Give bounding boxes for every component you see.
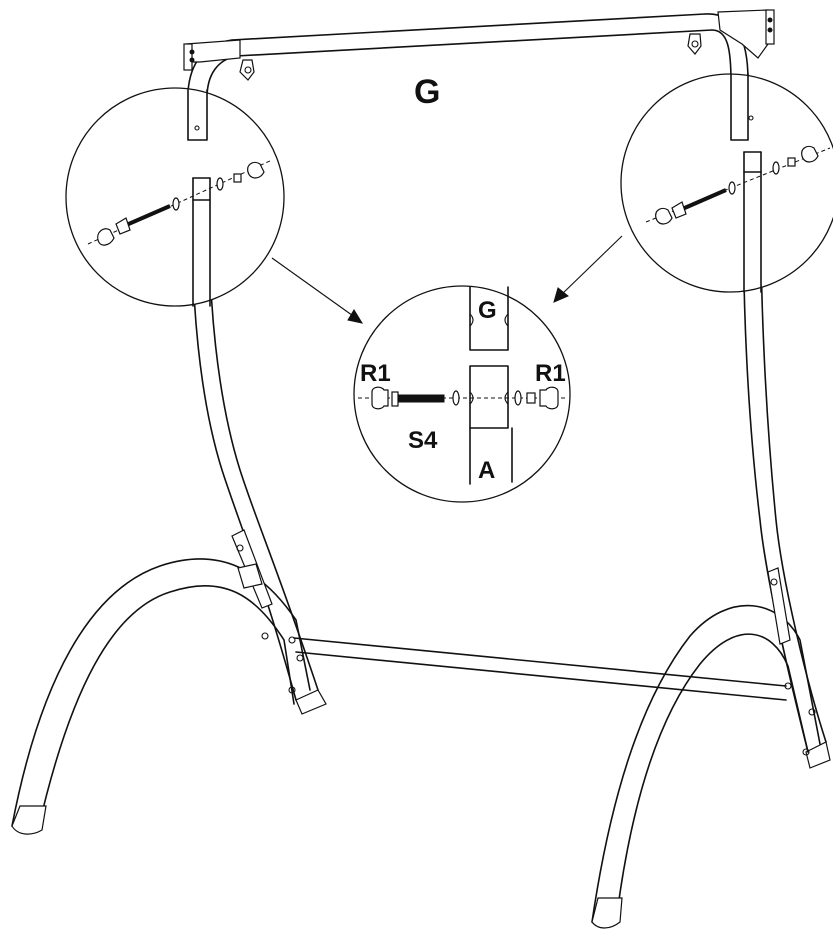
right-base-arch <box>591 567 821 929</box>
left-detail-circle <box>65 87 285 307</box>
label-s4: S4 <box>408 427 438 454</box>
lower-crossbar <box>288 636 787 701</box>
part-label-g: G <box>414 73 440 111</box>
center-detail-circle: G A R1 R1 S4 <box>353 285 571 503</box>
right-detail-circle <box>620 73 833 293</box>
left-base-arch <box>11 529 311 835</box>
label-r1-right: R1 <box>535 360 566 387</box>
label-r1-left: R1 <box>360 360 391 387</box>
top-crossbar-g: G <box>183 9 775 141</box>
detail-arrows <box>271 235 623 324</box>
detail-label-a: A <box>478 457 495 484</box>
detail-label-g: G <box>478 297 497 324</box>
